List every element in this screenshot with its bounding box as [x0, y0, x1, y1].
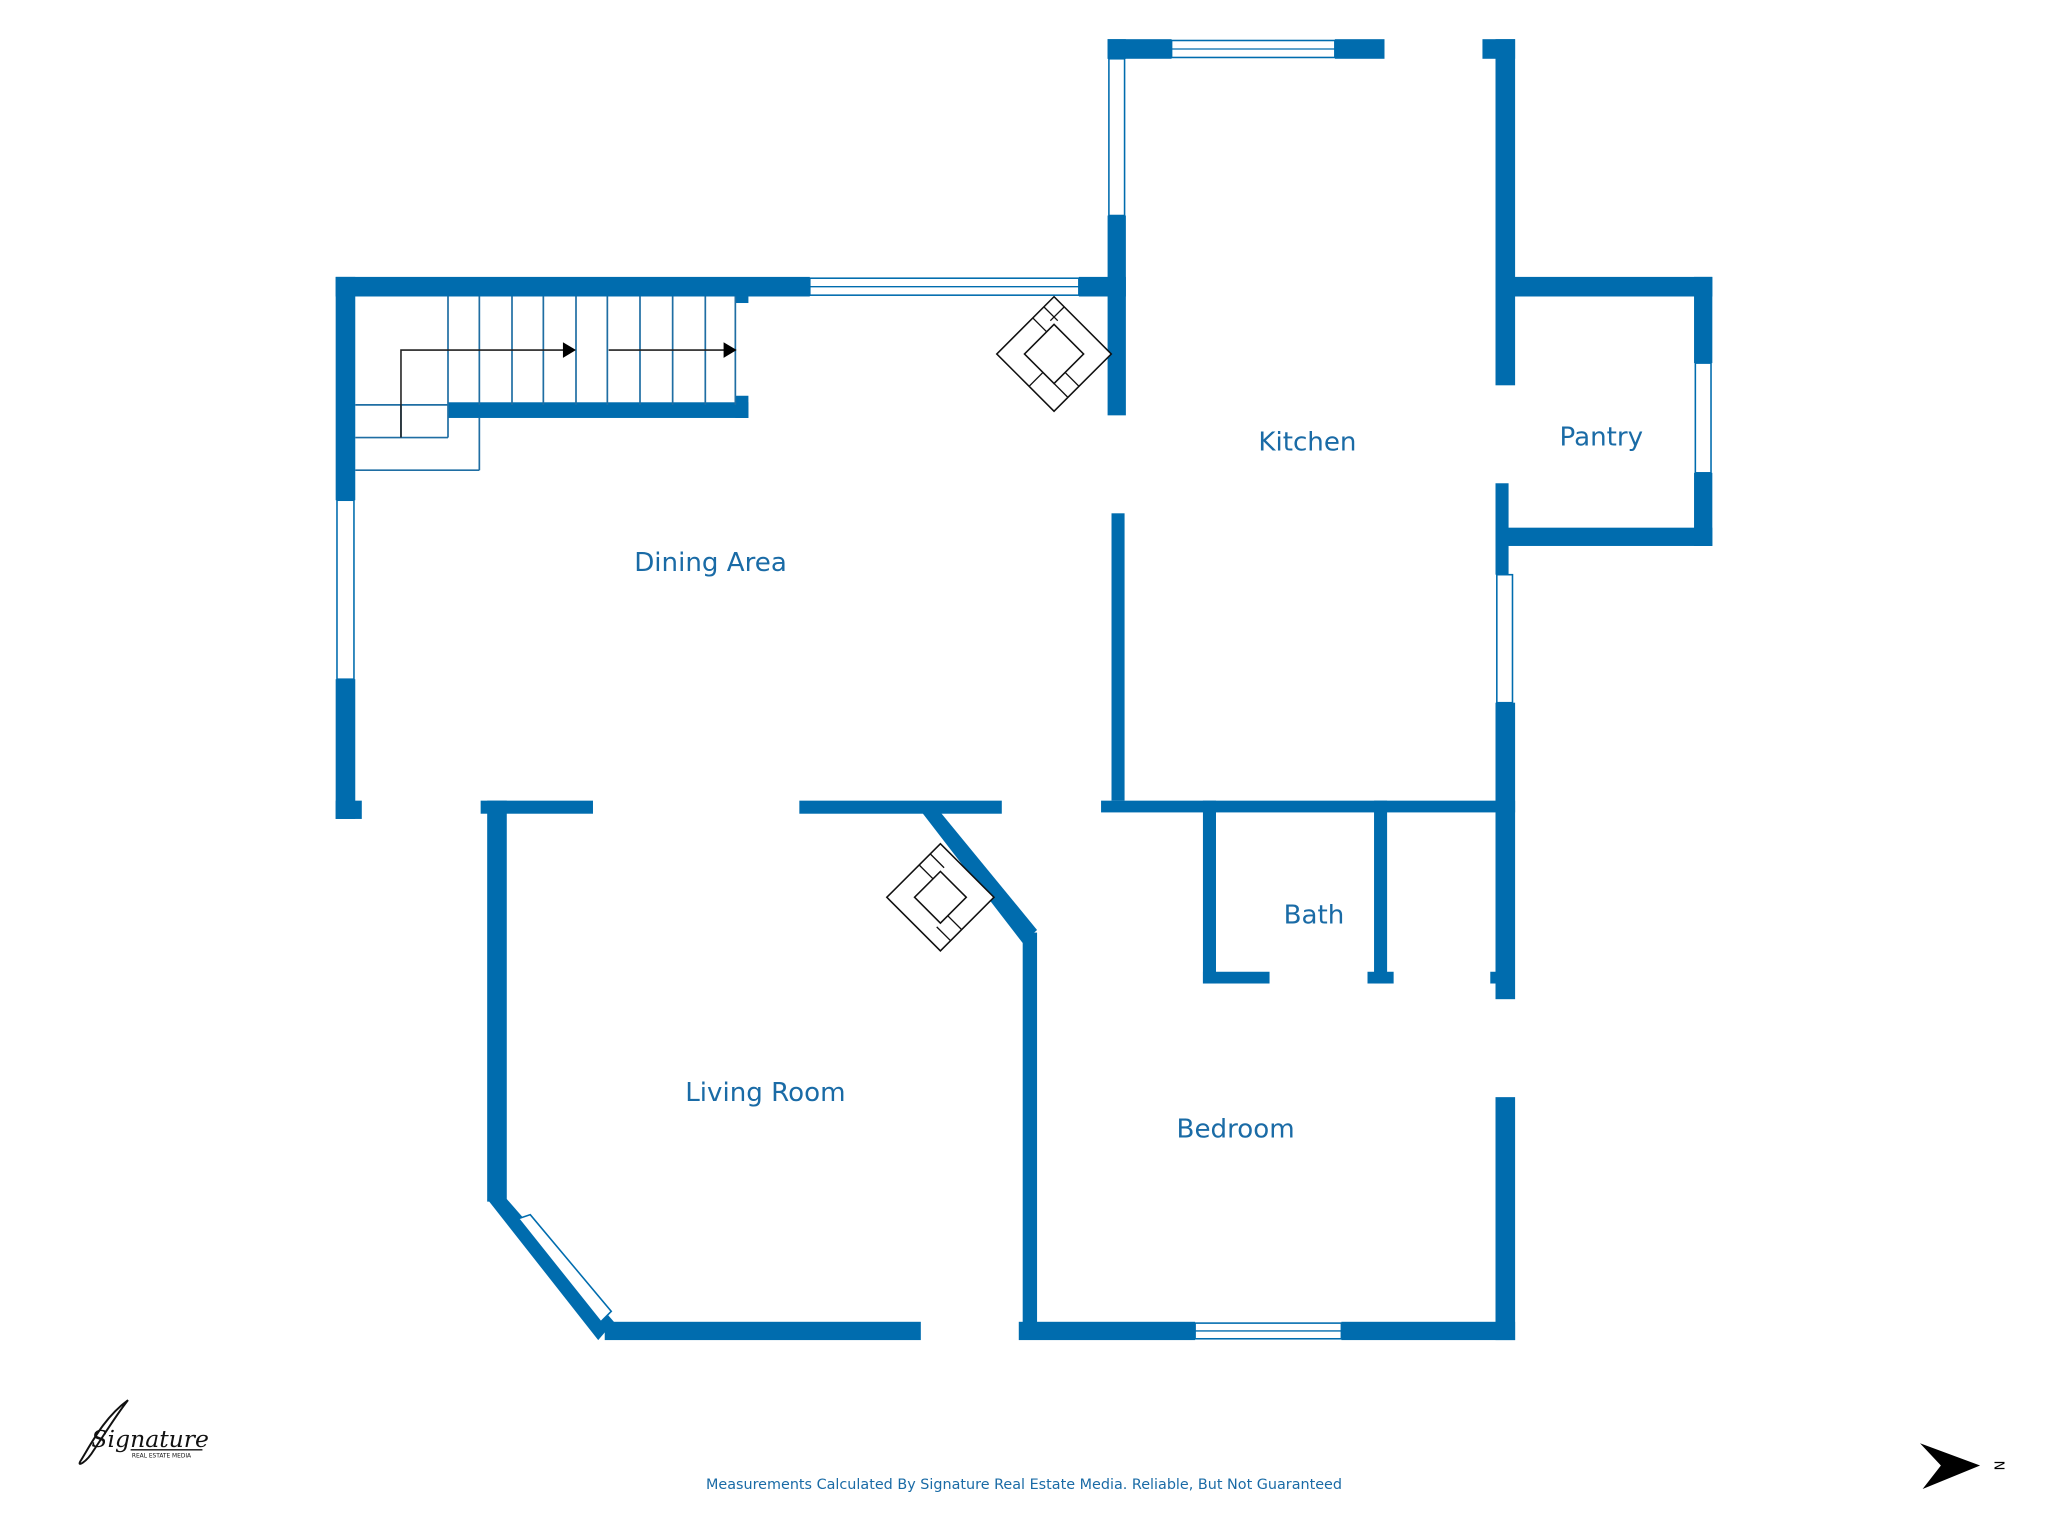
stair-arrow-icon — [723, 342, 737, 358]
signature-logo: Signature REAL ESTATE MEDIA — [78, 1399, 209, 1465]
fireplace-icon — [885, 842, 996, 952]
north-arrow-icon: N — [1920, 1443, 2005, 1489]
stair-arrow-icon — [562, 342, 576, 358]
room-label-bedroom: Bedroom — [1177, 1115, 1295, 1145]
window — [517, 1213, 613, 1323]
window — [336, 499, 355, 680]
window — [1496, 573, 1514, 704]
room-label-dining: Dining Area — [634, 548, 787, 578]
room-label-bath: Bath — [1284, 900, 1345, 930]
room-label-pantry: Pantry — [1560, 422, 1644, 452]
staircase — [355, 296, 749, 472]
disclaimer-text: Measurements Calculated By Signature Rea… — [706, 1477, 1342, 1493]
room-label-living: Living Room — [685, 1078, 845, 1108]
svg-text:REAL ESTATE MEDIA: REAL ESTATE MEDIA — [132, 1454, 191, 1460]
fireplace-icon — [995, 295, 1113, 413]
window — [1694, 362, 1712, 474]
compass-label: N — [1990, 1461, 2005, 1471]
svg-text:Signature: Signature — [91, 1425, 209, 1453]
window — [1108, 57, 1126, 217]
room-label-kitchen: Kitchen — [1258, 428, 1356, 458]
walls — [335, 39, 1713, 1341]
